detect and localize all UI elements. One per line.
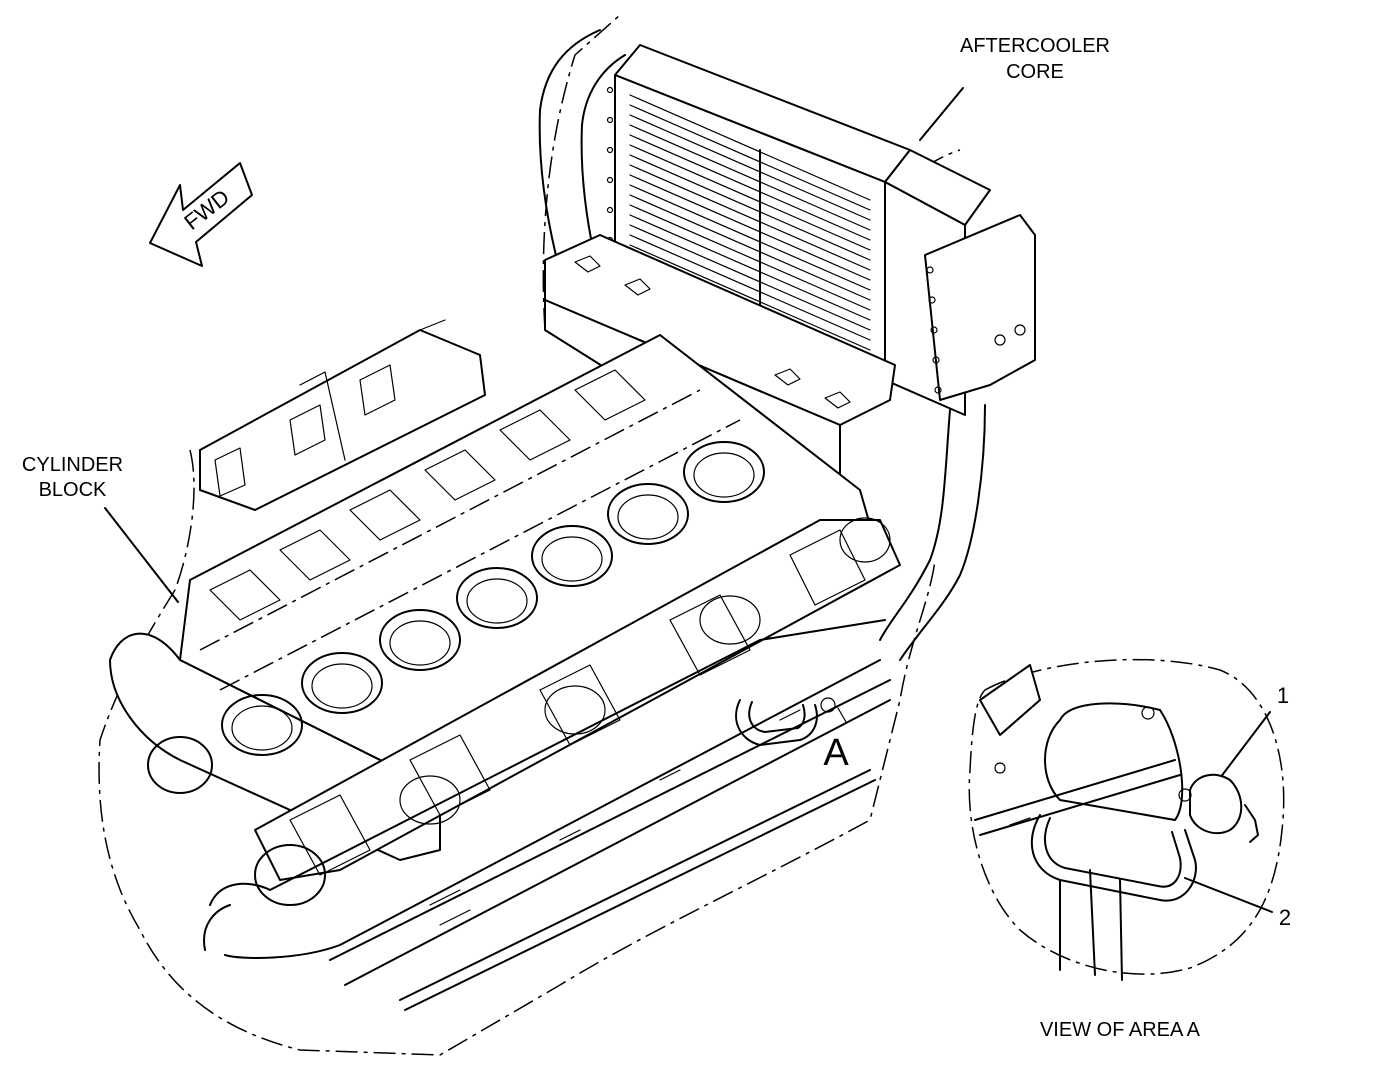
callout-1: 1 [1276,683,1290,708]
front-cover [147,736,213,794]
fwd-arrow-icon [149,162,253,267]
aftercooler-core [606,44,1036,416]
cylinder-openings [209,369,646,621]
aftercooler-label-line1: AFTERCOOLER [959,35,1111,57]
engine-phantom-outline [98,559,936,1056]
aftercooler-leader-line [919,87,964,141]
cylinder-block-leader-line [104,507,179,603]
view-caption: VIEW OF AREA A [1039,1019,1201,1041]
detail-view-area-a [968,658,1285,981]
aftercooler-fins [629,94,871,351]
aftercooler-label-line2: CORE [1006,61,1064,83]
cylinder-bores [221,441,765,756]
outlet-pipe [879,404,986,661]
exhaust-manifold-near [254,517,901,906]
exhaust-manifold-far [199,319,486,511]
area-a-label: A [823,732,849,774]
callout-2-leader-line [1184,877,1273,913]
cylinder-block-label-line1: CYLINDER [21,454,124,476]
callout-1-leader-line [1219,711,1271,779]
cylinder-block-label-line2: BLOCK [38,479,107,501]
callout-2: 2 [1278,905,1292,930]
inlet-pipe [538,29,626,291]
lower-pipes [203,619,891,1011]
area-a-hose [735,697,847,746]
